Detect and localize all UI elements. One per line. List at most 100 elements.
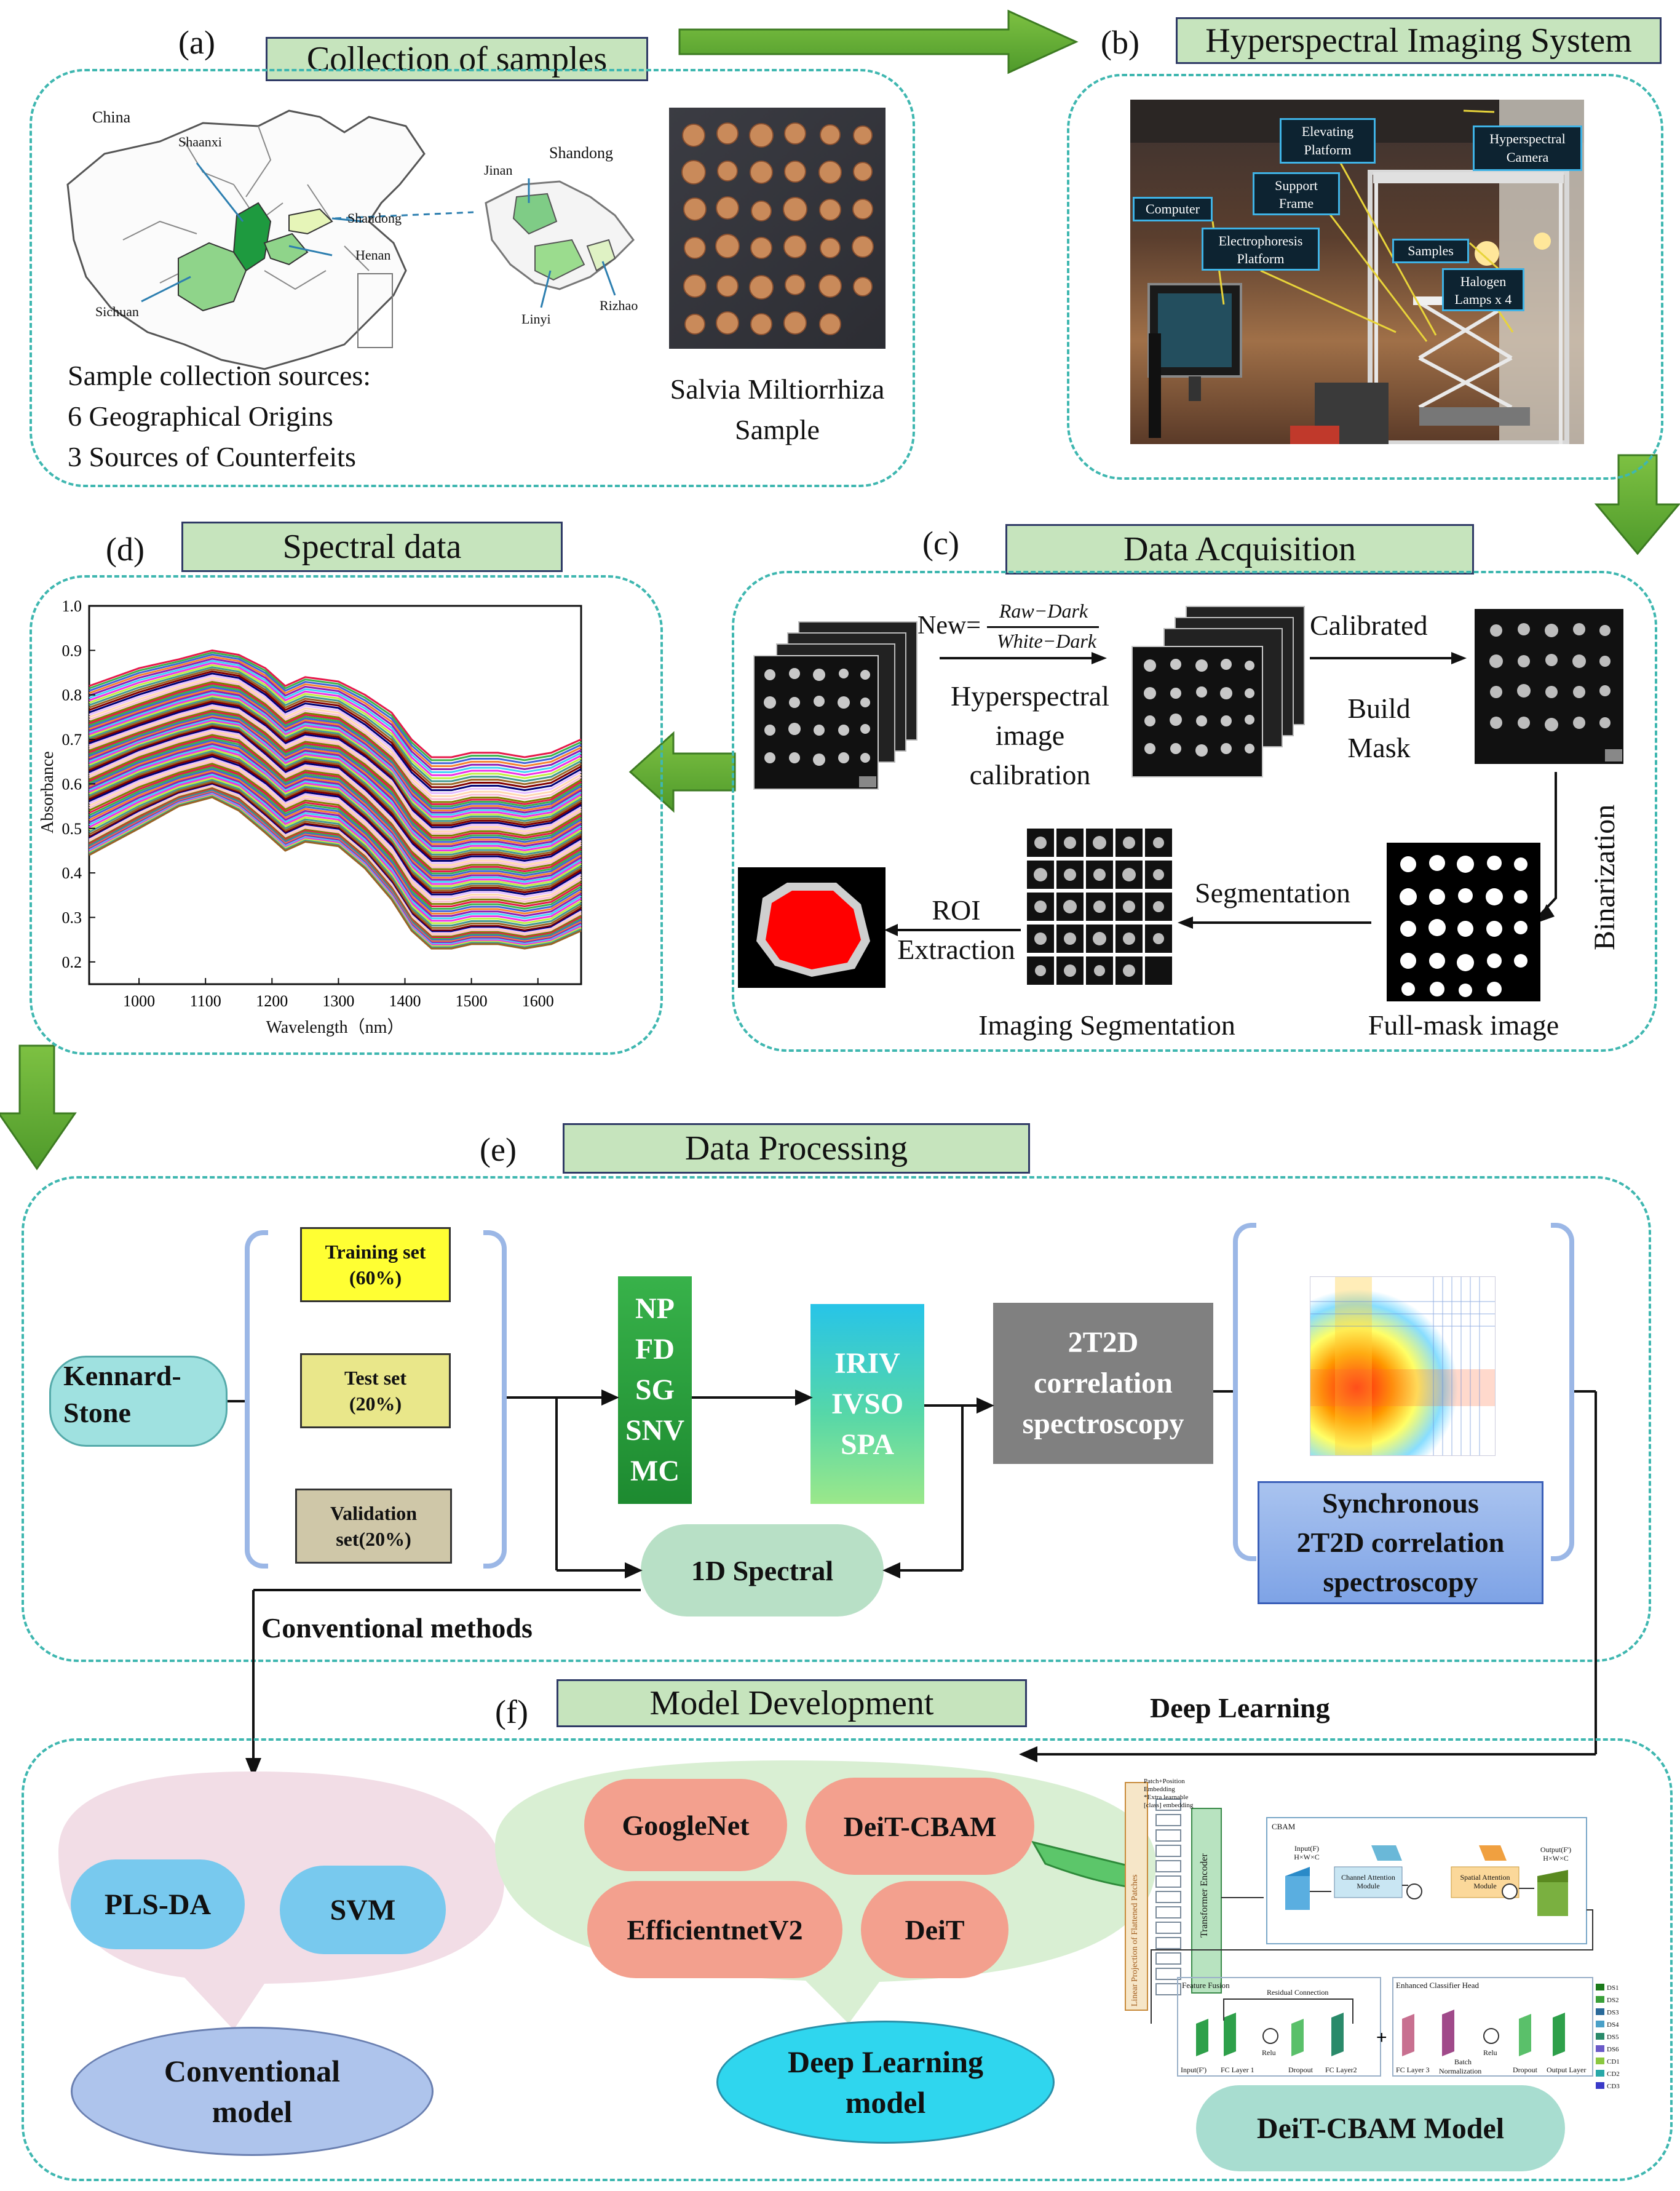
svg-text:+: + — [1376, 2027, 1387, 2048]
spectrum-line — [89, 732, 582, 869]
y-tick-label: 0.4 — [62, 864, 82, 882]
panel-d-letter: (d) — [106, 531, 145, 568]
spectrum-line — [89, 755, 582, 896]
patch-line3: *Extra learnable — [1144, 1794, 1189, 1801]
map-label-china: China — [92, 108, 131, 126]
spectrum-line — [89, 677, 582, 797]
kennard-line1: Kennard- — [63, 1360, 181, 1391]
spectrum-line — [89, 691, 582, 816]
spectrum-line — [89, 695, 582, 820]
spectrum-line — [89, 741, 582, 879]
split-bracket-left — [245, 1230, 268, 1569]
spectrum-line — [89, 763, 582, 905]
map-label-sichuan: Sichuan — [95, 304, 139, 319]
spectrum-line — [89, 761, 582, 903]
spectrum-line — [89, 771, 582, 917]
label-halogen-lamps: Halogen Lamps x 4 — [1442, 268, 1524, 311]
x-tick-label: 1500 — [456, 992, 488, 1010]
spectrum-line — [89, 697, 582, 822]
spectrum-line — [89, 688, 582, 812]
spectrum-line — [89, 709, 582, 837]
pls-da-node: PLS-DA — [71, 1859, 245, 1949]
validation-line1: Validation — [330, 1502, 418, 1524]
validation-line2: set(20%) — [336, 1528, 411, 1550]
efficientnetv2-node: EfficientnetV2 — [587, 1881, 842, 1978]
kennard-stone-node: Kennard- Stone — [49, 1356, 228, 1447]
spectrum-line — [89, 775, 582, 922]
spectrum-line — [89, 717, 582, 848]
spectrum-line — [89, 718, 582, 849]
spectrum-line — [89, 682, 582, 805]
arch-bl-dropout2: Dropout — [1513, 2066, 1537, 2074]
y-tick-label: 0.2 — [62, 953, 82, 971]
y-tick-label: 0.5 — [62, 820, 82, 838]
conventional-model-ellipse: Conventional model — [71, 2027, 434, 2156]
salvia-caption-line2: Sample — [735, 414, 820, 445]
map-label-shandong: Shandong — [347, 210, 402, 226]
arch-channel-line2: Module — [1357, 1882, 1380, 1890]
arch-bl-relu1: Relu — [1262, 2048, 1276, 2057]
spectrum-line — [89, 686, 582, 809]
elevating-line2: Platform — [1304, 142, 1352, 157]
spectrum-line — [89, 699, 582, 824]
panel-b-title: Hyperspectral Imaging System — [1176, 17, 1662, 64]
arch-spatial-attention-label: Spatial Attention Module — [1448, 1873, 1522, 1890]
panel-f-box — [22, 1738, 1673, 2181]
roi-line1: ROI — [932, 894, 981, 926]
spectrum-line — [89, 777, 582, 925]
sources-line-3: 3 Sources of Counterfeits — [68, 441, 356, 472]
roi-extraction-label: ROI Extraction — [886, 891, 1027, 969]
roi-line2: Extraction — [897, 934, 1015, 965]
map-label-shaanxi: Shaanxi — [178, 134, 222, 149]
sync-line1: Synchronous — [1322, 1487, 1479, 1519]
support-line1: Support — [1275, 178, 1318, 193]
imaging-segmentation-caption: Imaging Segmentation — [978, 1009, 1235, 1041]
conventional-methods-label: Conventional methods — [261, 1612, 533, 1644]
spectrum-line — [89, 702, 582, 829]
spectrum-line — [89, 738, 582, 875]
training-set-box: Training set (60%) — [300, 1227, 451, 1302]
x-tick-label: 1400 — [389, 992, 421, 1010]
support-line2: Frame — [1278, 196, 1314, 211]
class-ds5: DS5 — [1607, 2034, 1619, 2041]
spectrum-line — [89, 796, 582, 950]
spectrum-line — [89, 766, 582, 910]
spectrum-line — [89, 727, 582, 862]
test-line1: Test set — [344, 1367, 407, 1389]
patch-line4: [class] embedding — [1144, 1802, 1194, 1809]
class-ds4: DS4 — [1607, 2021, 1619, 2029]
corr-bracket-right — [1551, 1223, 1574, 1561]
spectrum-line — [89, 734, 582, 870]
patch-line1: Patch+Position — [1144, 1778, 1185, 1785]
y-tick-label: 0.7 — [62, 731, 82, 749]
arch-feature-fusion-label: Feature Fusion — [1182, 1981, 1230, 1990]
spectrum-line — [89, 754, 582, 894]
preprocessing-box: NP FD SG SNV MC — [618, 1276, 692, 1504]
spectrum-line — [89, 664, 582, 779]
class-ds6: DS6 — [1607, 2046, 1619, 2053]
spectrum-line — [89, 759, 582, 901]
y-tick-label: 0.8 — [62, 686, 82, 704]
panel-a-box — [30, 69, 915, 487]
spectrum-line — [89, 651, 582, 761]
synchronous-2t2d-box: Synchronous 2T2D correlation spectroscop… — [1258, 1481, 1543, 1604]
arch-class-legend: DS1 DS2 DS3 DS4 DS5 DS6 CD1 CD2 CD3 — [1607, 1982, 1620, 2093]
spectrum-line — [89, 773, 582, 920]
spectrum-line — [89, 670, 582, 789]
spectrum-line — [89, 723, 582, 856]
deit-node: DeiT — [861, 1881, 1008, 1978]
spectrum-line — [89, 684, 582, 808]
spectrum-line — [89, 782, 582, 932]
build-mask-label: Build Mask — [1334, 689, 1424, 768]
arrow-b-to-c — [1594, 454, 1680, 555]
class-cd1: CD1 — [1607, 2058, 1620, 2066]
class-ds3: DS3 — [1607, 2009, 1619, 2016]
calib-caption-line1: Hyperspectral — [951, 680, 1109, 712]
electro-line2: Platform — [1237, 251, 1285, 266]
deep-learning-model-ellipse: Deep Learning model — [716, 2021, 1055, 2144]
validation-set-box: Validation set(20%) — [295, 1489, 452, 1564]
sources-line-1: Sample collection sources: — [68, 360, 371, 391]
spectrum-line — [89, 712, 582, 841]
